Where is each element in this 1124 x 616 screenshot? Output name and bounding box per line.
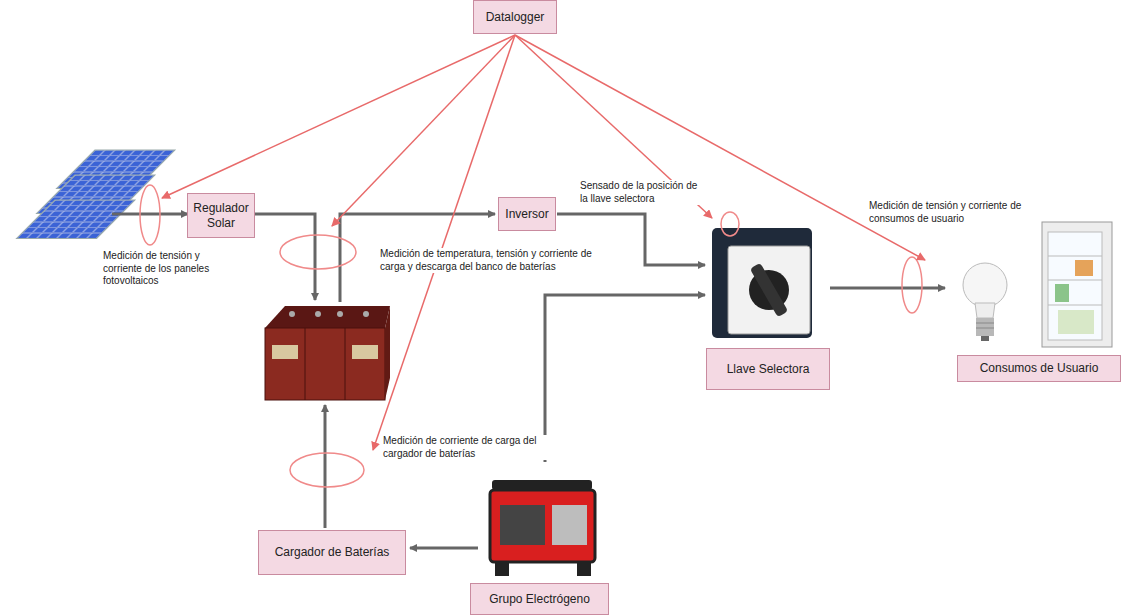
regulator-box: Regulador Solar	[187, 193, 255, 238]
datalogger-links	[162, 35, 925, 450]
box-label: Cargador de Baterías	[275, 545, 390, 559]
measurement-note: Sensado de la posición de la llave selec…	[579, 180, 699, 205]
generator	[490, 480, 595, 576]
measurement-note: Medición de corriente de carga del carga…	[382, 435, 554, 460]
battery-bank	[265, 306, 390, 400]
box-label: Regulador Solar	[188, 201, 254, 230]
charger-box: Cargador de Baterías	[258, 530, 406, 575]
box-label: Llave Selectora	[727, 362, 810, 376]
selector-switch	[712, 228, 812, 338]
datalogger-box: Datalogger	[473, 0, 557, 34]
generator-label-box: Grupo Electrógeno	[470, 583, 609, 615]
inverter-box: Inversor	[498, 197, 556, 231]
power-arrows	[112, 214, 945, 548]
measurement-note: Medición de tensión y corriente de consu…	[868, 200, 1040, 225]
box-label: Grupo Electrógeno	[489, 592, 590, 606]
box-label: Datalogger	[486, 10, 545, 24]
selector-label-box: Llave Selectora	[706, 348, 830, 390]
box-label: Consumos de Usuario	[980, 361, 1099, 375]
measurement-rings	[140, 185, 922, 487]
loads-label-box: Consumos de Usuario	[957, 355, 1121, 382]
measurement-note: Medición de temperatura, tensión y corri…	[379, 248, 596, 273]
box-label: Inversor	[505, 207, 548, 221]
light-bulb	[963, 263, 1007, 341]
refrigerator	[1042, 222, 1112, 347]
measurement-note: Medición de tensión y corriente de los p…	[102, 250, 234, 288]
solar-panels	[17, 150, 176, 239]
